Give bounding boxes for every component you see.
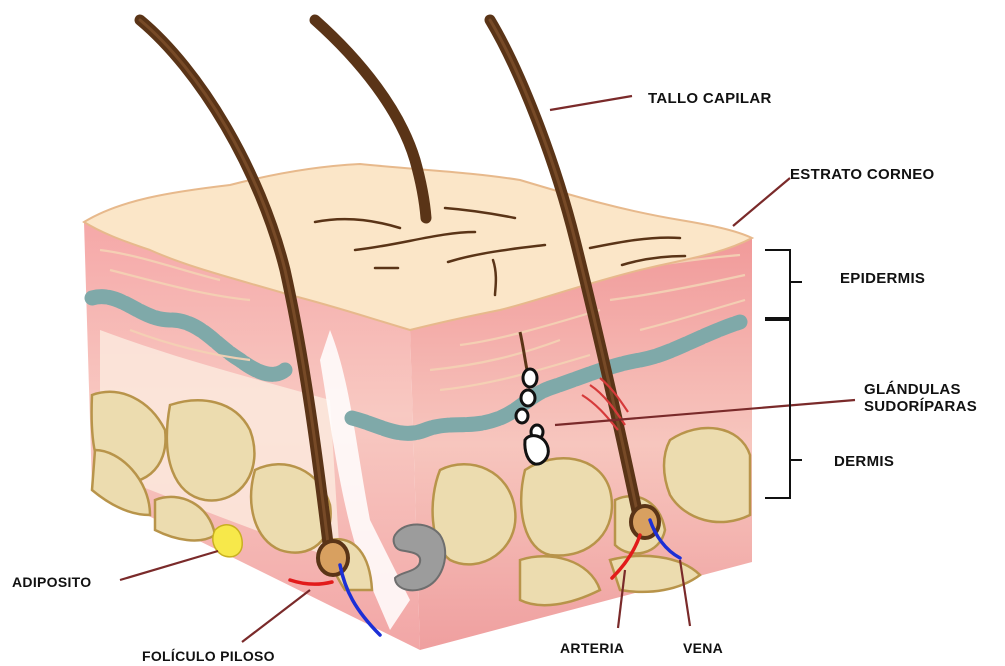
label-foliculo-piloso: FOLÍCULO PILOSO: [142, 648, 275, 664]
label-adiposito: ADIPOSITO: [12, 574, 91, 590]
bracket-epidermis: [765, 250, 802, 318]
brackets: [765, 250, 802, 498]
label-glandulas-sudoriparas: GLÁNDULAS SUDORÍPARAS: [864, 381, 977, 416]
label-estrato-corneo: ESTRATO CORNEO: [790, 166, 935, 183]
label-glandulas-line1: GLÁNDULAS: [864, 381, 977, 398]
bracket-dermis: [765, 320, 802, 498]
label-vena: VENA: [683, 640, 723, 656]
label-tallo-capilar: TALLO CAPILAR: [648, 90, 772, 107]
label-epidermis: EPIDERMIS: [840, 270, 925, 287]
leader-foliculo: [242, 590, 310, 642]
leader-estrato: [733, 178, 790, 226]
leader-tallo: [550, 96, 632, 110]
label-dermis: DERMIS: [834, 453, 894, 470]
label-glandulas-line2: SUDORÍPARAS: [864, 398, 977, 415]
follicle-left: [318, 541, 348, 575]
leader-adiposito: [120, 551, 218, 580]
label-arteria: ARTERIA: [560, 640, 624, 656]
